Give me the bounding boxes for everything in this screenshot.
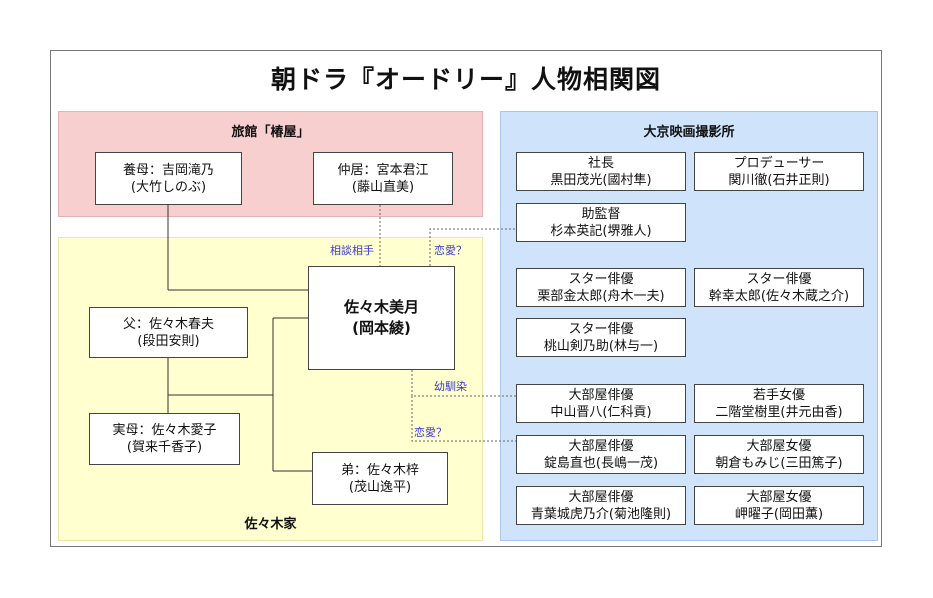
person-extra-actress-1: 大部屋女優 朝倉もみじ(三田篤子) xyxy=(694,435,864,474)
person-role: プロデューサー xyxy=(733,155,825,171)
person-actor: (岡本綾) xyxy=(352,319,411,337)
person-heroine: 佐々木美月 (岡本綾) xyxy=(308,266,455,370)
relation-romance-2: 恋愛？ xyxy=(414,426,447,439)
person-young-actress: 若手女優 二階堂樹里(井元由香) xyxy=(694,384,864,423)
person-maid: 仲居：宮本君江 (藤山直美) xyxy=(313,152,453,205)
person-actor: 桃山剣乃助(林与一) xyxy=(543,338,659,354)
person-actor: 幹幸太郎(佐々木蔵之介) xyxy=(708,288,850,304)
relation-childhood: 幼馴染 xyxy=(434,380,467,393)
group-studio-label: 大京映画撮影所 xyxy=(643,125,735,140)
person-actor: 黒田茂光(國村隼) xyxy=(550,172,652,188)
person-producer: プロデューサー 関川徹(石井正則) xyxy=(694,152,864,191)
person-extra-2: 大部屋俳優 錠島直也(長嶋一茂) xyxy=(516,435,686,474)
person-role: 大部屋俳優 xyxy=(568,438,634,454)
line-romance1 xyxy=(429,228,516,266)
person-actor: (段田安則) xyxy=(137,333,200,349)
person-role: スター俳優 xyxy=(568,271,634,287)
person-actor: 中山晋八(仁科貢) xyxy=(550,404,652,420)
person-actor: 栗部金太郎(舟木一夫) xyxy=(537,288,665,304)
person-actor: (賀来千香子) xyxy=(126,440,203,455)
group-family-label: 佐々木家 xyxy=(244,517,297,532)
diagram-title: 朝ドラ『オードリー』人物相関図 xyxy=(270,65,661,94)
person-role: 大部屋俳優 xyxy=(568,387,634,403)
person-role: 大部屋俳優 xyxy=(568,489,634,505)
person-star-3: スター俳優 桃山剣乃助(林与一) xyxy=(516,318,686,357)
person-role: 佐々木美月 xyxy=(343,298,419,316)
person-actor: 朝倉もみじ(三田篤子) xyxy=(715,455,843,471)
person-extra-1: 大部屋俳優 中山晋八(仁科貢) xyxy=(516,384,686,423)
person-role: 大部屋女優 xyxy=(746,489,812,505)
person-mother: 実母：佐々木愛子 (賀来千香子) xyxy=(89,413,240,465)
person-adoptive-mother: 養母：吉岡滝乃 (大竹しのぶ) xyxy=(95,152,242,205)
person-role: 若手女優 xyxy=(752,387,805,403)
person-role: 大部屋女優 xyxy=(746,438,812,454)
person-role: スター俳優 xyxy=(746,271,812,287)
person-assistant-director: 助監督 杉本英記(堺雅人) xyxy=(516,203,686,242)
person-role: 助監督 xyxy=(581,206,621,222)
person-star-1: スター俳優 栗部金太郎(舟木一夫) xyxy=(516,268,686,307)
person-role: 父：佐々木春夫 xyxy=(122,316,214,332)
person-extra-3: 大部屋俳優 青葉城虎乃介(菊池隆則) xyxy=(516,486,686,525)
person-father: 父：佐々木春夫 (段田安則) xyxy=(89,307,248,358)
line-romance2 xyxy=(411,396,516,442)
person-role: 仲居：宮本君江 xyxy=(337,162,429,178)
person-president: 社長 黒田茂光(國村隼) xyxy=(516,152,686,191)
person-role: 実母：佐々木愛子 xyxy=(112,423,217,438)
relation-consult: 相談相手 xyxy=(330,244,374,257)
person-role: スター俳優 xyxy=(568,321,634,337)
person-actor: 岬曜子(岡田薫) xyxy=(734,506,824,522)
person-actor: 錠島直也(長嶋一茂) xyxy=(543,455,659,471)
person-star-2: スター俳優 幹幸太郎(佐々木蔵之介) xyxy=(694,268,864,307)
person-actor: 杉本英記(堺雅人) xyxy=(550,223,652,239)
person-actor: (大竹しのぶ) xyxy=(130,179,207,195)
person-actor: (藤山直美) xyxy=(351,179,415,195)
person-actor: 青葉城虎乃介(菊池隆則) xyxy=(530,506,672,522)
group-inn-label: 旅館「椿屋」 xyxy=(231,125,310,140)
relation-romance-1: 恋愛？ xyxy=(434,244,467,257)
person-extra-actress-2: 大部屋女優 岬曜子(岡田薫) xyxy=(694,486,864,525)
person-actor: 二階堂樹里(井元由香) xyxy=(715,404,843,420)
person-role: 弟：佐々木梓 xyxy=(340,462,419,478)
person-role: 社長 xyxy=(587,155,614,171)
person-role: 養母：吉岡滝乃 xyxy=(122,162,214,178)
person-actor: (茂山逸平) xyxy=(348,479,412,495)
person-brother: 弟：佐々木梓 (茂山逸平) xyxy=(312,452,448,505)
person-actor: 関川徹(石井正則) xyxy=(728,172,830,188)
